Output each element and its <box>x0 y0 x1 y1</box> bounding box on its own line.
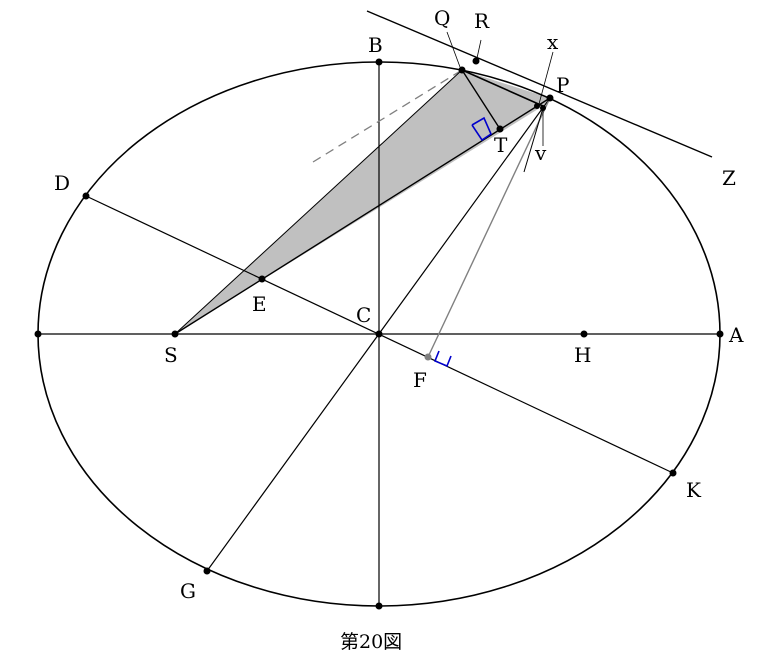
point-left <box>34 330 42 338</box>
point-A <box>716 330 724 338</box>
label-T: T <box>494 133 508 157</box>
point-Q <box>458 66 466 74</box>
point-B <box>375 58 383 66</box>
point-v <box>540 105 546 111</box>
point-H <box>580 330 588 338</box>
label-P: P <box>556 73 569 97</box>
label-x: x <box>547 30 559 54</box>
point-C <box>375 330 383 338</box>
tangent-line <box>366 10 713 158</box>
shaded-sector <box>175 70 550 334</box>
point-F <box>424 353 432 361</box>
pointer-x <box>538 51 554 105</box>
point-x <box>534 103 540 109</box>
label-Z: Z <box>722 166 736 190</box>
label-Q: Q <box>434 6 450 30</box>
point-bottom <box>375 602 383 610</box>
label-R: R <box>474 9 490 33</box>
point-P <box>546 94 554 102</box>
label-F: F <box>413 368 427 392</box>
line-QT <box>461 69 501 130</box>
figure-caption: 第20図 <box>340 631 402 653</box>
point-R <box>472 57 480 65</box>
right-angle-F <box>433 350 452 368</box>
label-H: H <box>574 343 591 367</box>
line-PF <box>427 97 551 358</box>
chord-QP <box>461 69 544 107</box>
label-v: v <box>534 141 547 165</box>
point-T <box>496 125 504 133</box>
label-E: E <box>252 292 267 316</box>
label-D: D <box>54 171 70 195</box>
point-E <box>258 275 266 283</box>
point-K <box>669 469 677 477</box>
label-B: B <box>368 33 383 57</box>
point-D <box>82 192 90 200</box>
pointer-R <box>476 39 482 59</box>
points <box>34 57 724 610</box>
label-A: A <box>728 323 744 347</box>
label-C: C <box>356 303 371 327</box>
line-SQ <box>174 69 463 335</box>
point-S <box>171 330 179 338</box>
label-S: S <box>164 343 178 367</box>
line-Pv <box>523 107 544 173</box>
pointer-Q <box>446 31 461 68</box>
line-SP <box>174 97 551 335</box>
point-G <box>203 567 211 575</box>
label-K: K <box>686 478 702 502</box>
right-angle-T <box>471 116 493 142</box>
label-G: G <box>180 579 196 603</box>
